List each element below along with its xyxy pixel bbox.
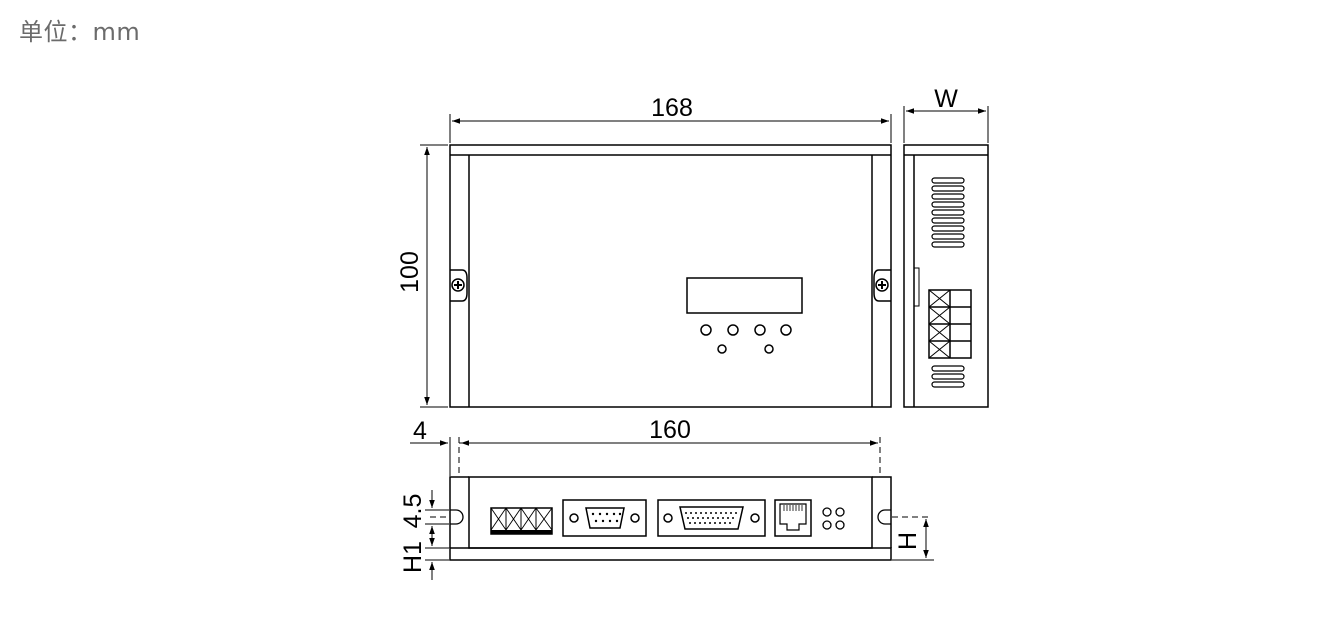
base-plate xyxy=(449,547,892,561)
dim-h-label: H xyxy=(894,532,922,550)
centerlines xyxy=(430,437,928,518)
side-terminal-block xyxy=(928,289,972,359)
dim-168 xyxy=(449,114,892,143)
front-outline xyxy=(449,144,892,408)
dim-160-label: 160 xyxy=(649,416,691,444)
dim-h xyxy=(892,519,934,561)
vent-slots-top xyxy=(931,177,965,248)
dim-w-label: W xyxy=(934,85,958,113)
db25-connector xyxy=(657,499,766,537)
right-screw-icon xyxy=(873,269,891,302)
dim-h1-label: H1 xyxy=(399,541,427,573)
dim-100-label: 100 xyxy=(396,251,424,293)
bottom-view xyxy=(449,476,892,561)
dim-left-vertical xyxy=(425,490,449,580)
dim-4-label: 4 xyxy=(413,417,427,445)
panel-buttons xyxy=(700,324,792,354)
left-screw-icon xyxy=(450,269,468,302)
body-outline xyxy=(468,476,873,549)
dim-w xyxy=(903,106,989,143)
unit-label: 单位：mm xyxy=(19,18,141,46)
dim-168-label: 168 xyxy=(651,94,693,122)
right-flange xyxy=(872,476,892,548)
display-window xyxy=(686,277,803,314)
side-outline xyxy=(903,144,989,408)
db9-connector xyxy=(562,499,647,537)
vent-slots-bottom xyxy=(931,365,965,388)
dim-100 xyxy=(420,144,448,408)
dim-4-5-label: 4.5 xyxy=(399,494,427,529)
terminal-connector xyxy=(490,507,553,535)
status-leds xyxy=(822,507,845,530)
rj45-port xyxy=(774,499,812,537)
side-view xyxy=(903,144,989,408)
dim-4 xyxy=(410,437,461,476)
front-view xyxy=(449,144,892,408)
left-flange xyxy=(449,476,469,548)
